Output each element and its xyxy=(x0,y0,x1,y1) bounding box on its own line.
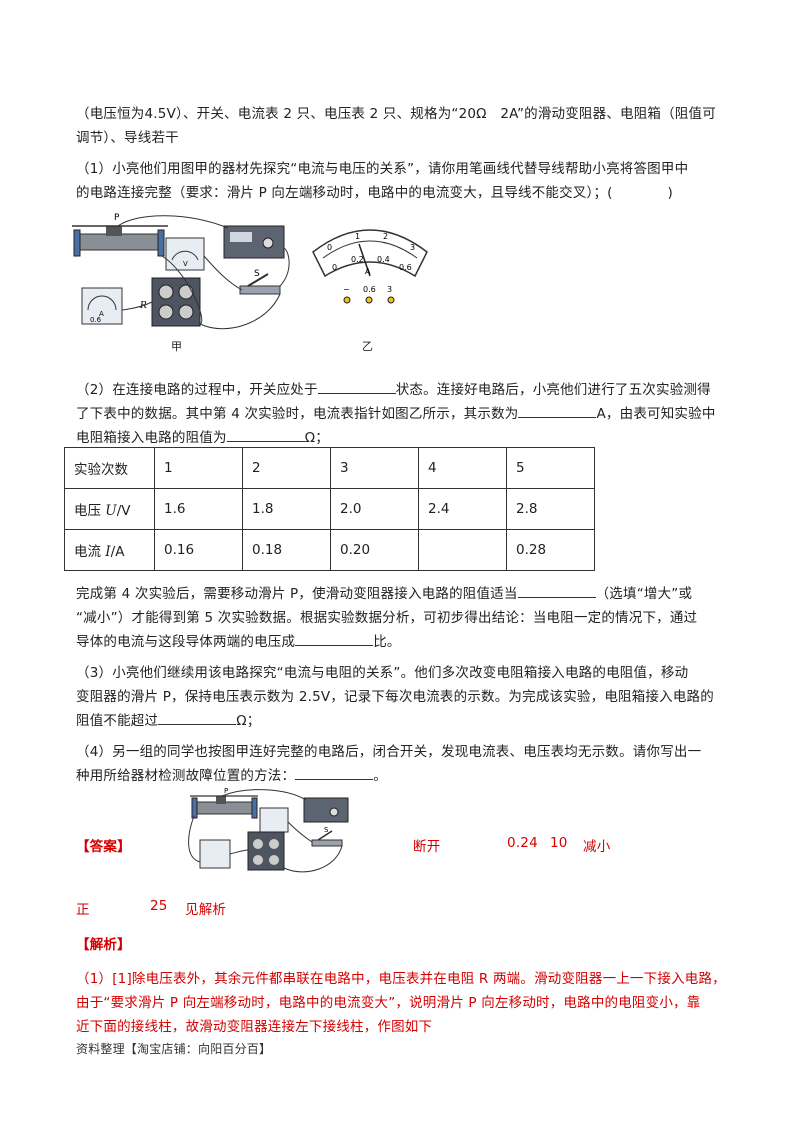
ammeter-needle xyxy=(358,243,371,277)
answer-2: 0.24 xyxy=(507,835,538,851)
figure-jia-caption: 甲 xyxy=(171,340,183,353)
q2-text-d: A，由表可知实验中 xyxy=(596,406,716,422)
blank-method[interactable] xyxy=(295,767,374,780)
label-s: S xyxy=(254,269,260,279)
table-cell: 0.16 xyxy=(154,529,243,571)
label-v: V xyxy=(183,260,188,268)
terminal-3: 3 xyxy=(387,285,392,294)
table-cell: 2.4 xyxy=(418,488,507,530)
q2-line-1: （2）在连接电路的过程中，开关应处于 状态。连接好电路后，小亮他们进行了五次实验测… xyxy=(76,378,711,398)
figure-yi-caption: 乙 xyxy=(362,340,374,353)
answer-1: 断开 xyxy=(413,839,441,855)
intro-line-1: （电压恒为4.5V）、开关、电流表 2 只、电压表 2 只、规格为“20Ω 2A… xyxy=(76,106,716,122)
table-cell: 2 xyxy=(242,447,331,489)
blank-switch-state[interactable] xyxy=(317,381,396,394)
answer-5: 正 xyxy=(76,902,90,918)
q1-line-2: 的电路连接完整（要求：滑片 P 向左端移动时，电路中的电流变大，且导线不能交叉）… xyxy=(76,185,673,201)
q2-line-2: 了下表中的数据。其中第 4 次实验时，电流表指针如图乙所示，其示数为 A，由表可知… xyxy=(76,402,716,422)
table-cell: 3 xyxy=(330,447,419,489)
table-row: 电流 I/A 0.16 0.18 0.20 0.28 xyxy=(64,529,595,571)
q4-line-2: 种用所给器材检测故障位置的方法：。 xyxy=(76,767,387,784)
answer-7: 见解析 xyxy=(185,902,227,918)
scale-bottom-0: 0 xyxy=(332,263,337,272)
table-cell xyxy=(418,529,507,571)
analysis-label: 【解析】 xyxy=(76,937,131,953)
q4-line-1: （4）另一组的同学也按图甲连好完整的电路后，闭合开关，发现电流表、电压表均无示数… xyxy=(76,744,702,760)
table-cell: 0.20 xyxy=(330,529,419,571)
terminal-0.6: 0.6 xyxy=(363,285,376,294)
table-row-label: 实验次数 xyxy=(64,447,155,489)
blank-current-reading[interactable] xyxy=(518,405,597,418)
table-cell: 5 xyxy=(506,447,595,489)
label-a: A xyxy=(99,310,104,318)
scale-bottom-0.4: 0.4 xyxy=(377,255,390,264)
footer-source: 资料整理【淘宝店铺：向阳百分百】 xyxy=(76,1042,272,1056)
scale-bottom-0.6: 0.6 xyxy=(399,263,412,272)
q1-line-1: （1）小亮他们用图甲的器材先探究“电流与电压的关系”，请你用笔画线代替导线帮助小… xyxy=(76,161,689,177)
answer-4: 减小 xyxy=(583,839,611,855)
analysis-line-2: 由于“要求滑片 P 向左端移动时，电路中的电流变大”，说明滑片 P 向左移动时，… xyxy=(76,995,701,1011)
intro-line-2: 调节）、导线若干 xyxy=(76,130,179,146)
table-row-label: 电压 U/V xyxy=(64,488,155,530)
figure-yi-ammeter: 0 1 2 3 0 0.2 0.4 0.6 A − 0.6 3 xyxy=(312,229,428,304)
blank-increase-decrease[interactable] xyxy=(517,585,596,598)
q2-text-c: 了下表中的数据。其中第 4 次实验时，电流表指针如图乙所示，其示数为 xyxy=(76,406,519,422)
scale-top-1: 1 xyxy=(355,232,360,241)
table-cell: 1 xyxy=(154,447,243,489)
answer-6: 25 xyxy=(150,898,168,914)
table-cell: 1.8 xyxy=(242,488,331,530)
table-cell: 2.0 xyxy=(330,488,419,530)
q2-line-3: 电阻箱接入电路的阻值为 Ω； xyxy=(76,426,329,446)
q3-line-1: （3）小亮他们继续用该电路探究“电流与电阻的关系”。他们多次改变电阻箱接入电路的… xyxy=(76,665,689,681)
answer-label-s: S xyxy=(324,826,329,834)
experiment-data-table: 实验次数 1 2 3 4 5 电压 U/V 1.6 1.8 2.0 2.4 2.… xyxy=(64,447,595,571)
blank-proportion[interactable] xyxy=(295,633,374,646)
figure-jia-circuit: P V 0.6 A R S xyxy=(72,213,290,330)
analysis-line-1: （1）[1]除电压表外，其余元件都串联在电路中，电压表并在电阻 R 两端。滑动变… xyxy=(76,971,726,987)
table-cell: 2.8 xyxy=(506,488,595,530)
q2-text-e: 电阻箱接入电路的阻值为 xyxy=(76,430,227,446)
blank-max-resistance[interactable] xyxy=(158,712,237,725)
dial-a-label: A xyxy=(365,267,371,276)
scale-top-2: 2 xyxy=(383,232,388,241)
table-cell: 4 xyxy=(418,447,507,489)
scale-top-0: 0 xyxy=(327,243,332,252)
table-row: 电压 U/V 1.6 1.8 2.0 2.4 2.8 xyxy=(64,488,595,530)
q2-text-a: （2）在连接电路的过程中，开关应处于 xyxy=(76,382,318,398)
table-row-label: 电流 I/A xyxy=(64,529,155,571)
answer-label: 【答案】 xyxy=(76,839,131,855)
q2-text-f: Ω； xyxy=(304,430,329,446)
blank-resistance[interactable] xyxy=(226,429,305,442)
table-cell: 1.6 xyxy=(154,488,243,530)
analysis-line-3: 近下面的接线柱，故滑动变阻器连接左下接线柱，作图如下 xyxy=(76,1019,433,1035)
label-p: P xyxy=(114,213,120,223)
q3-line-2: 变阻器的滑片 P，保持电压表示数为 2.5V，记录下每次电流表的示数。为完成该实… xyxy=(76,689,714,705)
answer-circuit-figure: P S xyxy=(188,788,349,873)
answer-label-p: P xyxy=(224,788,228,795)
answer-3: 10 xyxy=(550,835,568,851)
q2-text-b: 状态。连接好电路后，小亮他们进行了五次实验测得 xyxy=(395,382,711,398)
terminal-minus: − xyxy=(343,285,350,294)
scale-bottom-0.2: 0.2 xyxy=(351,255,364,264)
table-cell: 0.28 xyxy=(506,529,595,571)
after-table-line-2: “减小”）才能得到第 5 次实验数据。根据实验数据分析，可初步得出结论：当电阻一… xyxy=(76,610,698,626)
table-cell: 0.18 xyxy=(242,529,331,571)
after-table-line-1: 完成第 4 次实验后，需要移动滑片 P，使滑动变阻器接入电路的阻值适当（选填“增… xyxy=(76,585,693,602)
scale-top-3: 3 xyxy=(410,243,415,252)
label-terminal-0.6: 0.6 xyxy=(90,316,102,324)
after-table-line-3: 导体的电流与这段导体两端的电压成比。 xyxy=(76,633,401,650)
table-row: 实验次数 1 2 3 4 5 xyxy=(64,447,595,489)
